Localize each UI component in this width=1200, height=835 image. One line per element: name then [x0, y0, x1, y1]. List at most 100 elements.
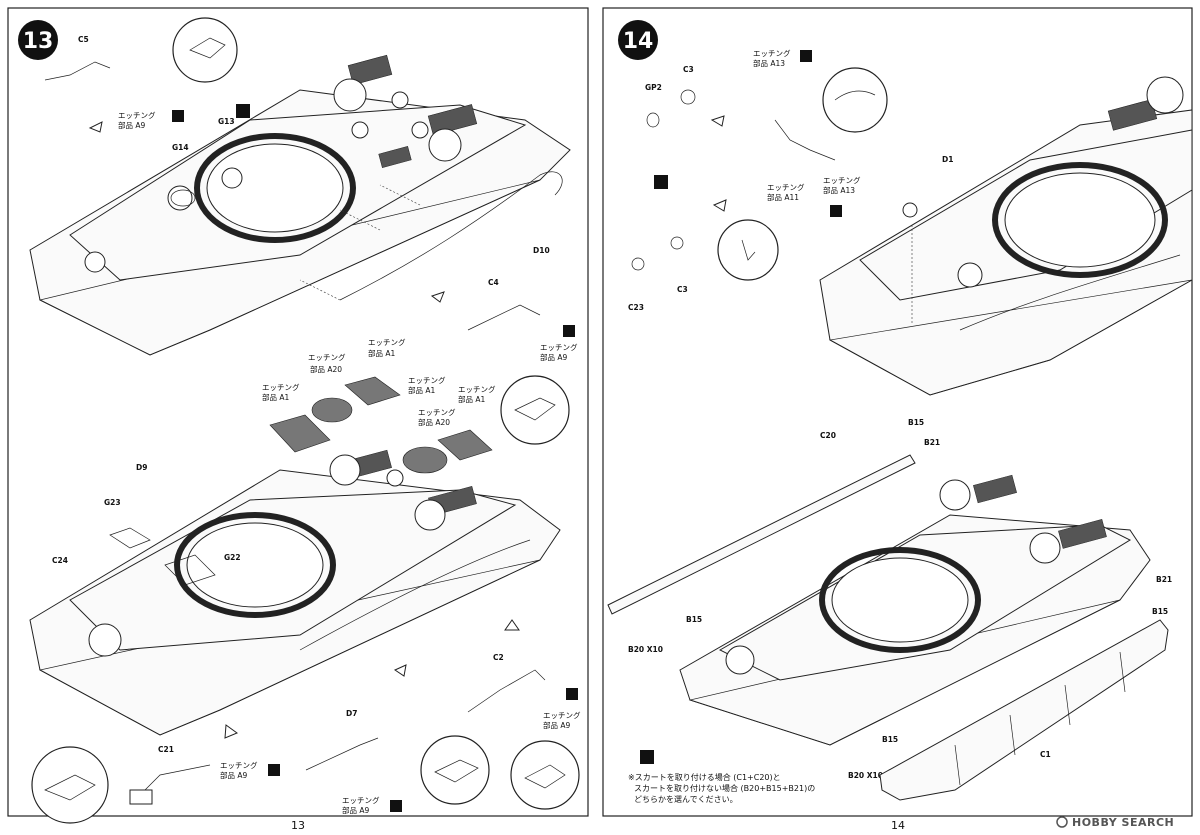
part-c4: C4 — [488, 278, 499, 287]
note-line-3: どちらかを選んでください。 — [634, 794, 738, 804]
direction-arrow — [710, 115, 725, 127]
etch-callout-1b: 部品 A9 — [118, 120, 146, 130]
part-b15-left: B15 — [686, 615, 702, 624]
part-g22-shape — [164, 554, 216, 586]
part-c3-shape — [670, 236, 684, 250]
etch-callout-11b: 部品 A9 — [342, 805, 370, 815]
part-c1: C1 — [1040, 750, 1051, 759]
step-14-number: 14 — [623, 29, 654, 54]
etch-icon — [800, 50, 812, 62]
both-sides-icon — [640, 750, 654, 764]
part-c20: C20 — [820, 431, 836, 440]
etch-r-callout-2a: エッチング — [767, 182, 805, 192]
etch-mesh-a1 — [437, 429, 493, 461]
part-g14-shape — [170, 189, 196, 207]
etch-mesh-a20 — [402, 446, 448, 474]
etch-icon — [566, 688, 578, 700]
part-b15-bottom: B15 — [882, 735, 898, 744]
part-d1: D1 — [942, 155, 953, 164]
skirt-c1 — [879, 619, 1169, 801]
skirt-c1-seam — [1009, 714, 1016, 756]
etch-r-callout-3a: エッチング — [823, 175, 861, 185]
part-d10: D10 — [533, 246, 550, 255]
part-b15-right: B15 — [1152, 607, 1168, 616]
etch-icon — [172, 110, 184, 122]
etch-callout-11a: エッチング — [342, 795, 380, 805]
etch-icon — [563, 325, 575, 337]
etch-callout-7a: エッチング — [458, 384, 496, 394]
part-c3-shape — [680, 89, 696, 105]
part-d9: D9 — [136, 463, 147, 472]
part-c2: C2 — [493, 653, 504, 662]
etch-r-callout-1a: エッチング — [753, 48, 791, 58]
part-b21-right: B21 — [1156, 575, 1172, 584]
hull-lower-left — [29, 449, 561, 736]
etch-icon — [268, 764, 280, 776]
part-c23: C23 — [628, 303, 644, 312]
detail-bubble-5 — [510, 740, 580, 810]
etch-callout-9b: 部品 A9 — [543, 720, 571, 730]
etch-part-a13 — [774, 119, 836, 161]
etch-mesh-a1 — [344, 376, 401, 406]
hull-upper-left — [29, 54, 571, 356]
direction-arrow — [504, 619, 520, 631]
part-b21-top: B21 — [924, 438, 940, 447]
part-c21: C21 — [158, 745, 174, 754]
part-c3-bottom: C3 — [677, 285, 688, 294]
detail-bubble-4 — [420, 735, 490, 805]
detail-bubble-1 — [172, 17, 238, 83]
etch-callout-2b: 部品 A9 — [540, 352, 568, 362]
note-line-1: ※スカートを取り付ける場合 (C1+C20)と — [628, 772, 781, 782]
part-gp2-shape — [646, 112, 660, 128]
etch-callout-8a: エッチング — [418, 407, 456, 417]
etch-callout-3a: エッチング — [308, 352, 346, 362]
detail-bubble-2 — [500, 375, 570, 445]
part-g14: G14 — [172, 143, 189, 152]
detail-bubble-r2 — [717, 219, 779, 281]
part-b20-left: B20 X10 — [628, 645, 663, 654]
skirt-c1-seam — [954, 744, 961, 786]
part-d7-shape — [305, 737, 379, 771]
direction-arrow — [88, 121, 103, 133]
etch-r-callout-2b: 部品 A11 — [767, 192, 799, 202]
hull-lower-right — [679, 474, 1151, 746]
part-c23-shape — [631, 257, 645, 271]
both-sides-icon — [236, 104, 250, 118]
part-c5: C5 — [78, 35, 89, 44]
direction-arrow — [224, 724, 239, 739]
part-b15-top: B15 — [908, 418, 924, 427]
etch-icon — [830, 205, 842, 217]
etch-callout-3b: 部品 A20 — [310, 364, 342, 374]
hull-upper-right — [819, 76, 1193, 396]
etch-mesh-a1 — [269, 414, 331, 453]
etch-callout-10b: 部品 A9 — [220, 770, 248, 780]
part-g13: G13 — [218, 117, 235, 126]
part-c24: C24 — [52, 556, 68, 565]
etch-callout-6b: 部品 A1 — [408, 385, 436, 395]
part-c2-shape — [467, 669, 546, 713]
part-g22: G22 — [224, 553, 241, 562]
part-c4-shape — [467, 304, 541, 331]
page-14-frame — [602, 7, 1193, 817]
page-13-frame — [7, 7, 589, 817]
page-number-13: 13 — [291, 819, 305, 832]
part-c21-plate — [129, 789, 153, 805]
both-sides-icon — [654, 175, 668, 189]
etch-callout-8b: 部品 A20 — [418, 417, 450, 427]
etch-callout-7b: 部品 A1 — [458, 394, 486, 404]
etch-callout-4b: 部品 A1 — [368, 348, 396, 358]
step-13-badge: 13 — [18, 20, 58, 60]
etch-callout-2a: エッチング — [540, 342, 578, 352]
skirt-c1-seam — [1119, 651, 1126, 693]
watermark-text: HOBBY SEARCH — [1072, 816, 1174, 829]
part-g23-shape — [109, 527, 151, 549]
etch-mesh-a20 — [311, 397, 353, 423]
note-line-2: スカートを取り付けない場合 (B20+B15+B21)の — [634, 783, 815, 793]
watermark: HOBBY SEARCH — [1056, 816, 1174, 829]
etch-callout-10a: エッチング — [220, 760, 258, 770]
etch-callout-5a: エッチング — [262, 382, 300, 392]
step-13-number: 13 — [23, 29, 54, 54]
page-number-14: 14 — [891, 819, 905, 832]
etch-callout-4a: エッチング — [368, 337, 406, 347]
etch-callout-5b: 部品 A1 — [262, 392, 290, 402]
